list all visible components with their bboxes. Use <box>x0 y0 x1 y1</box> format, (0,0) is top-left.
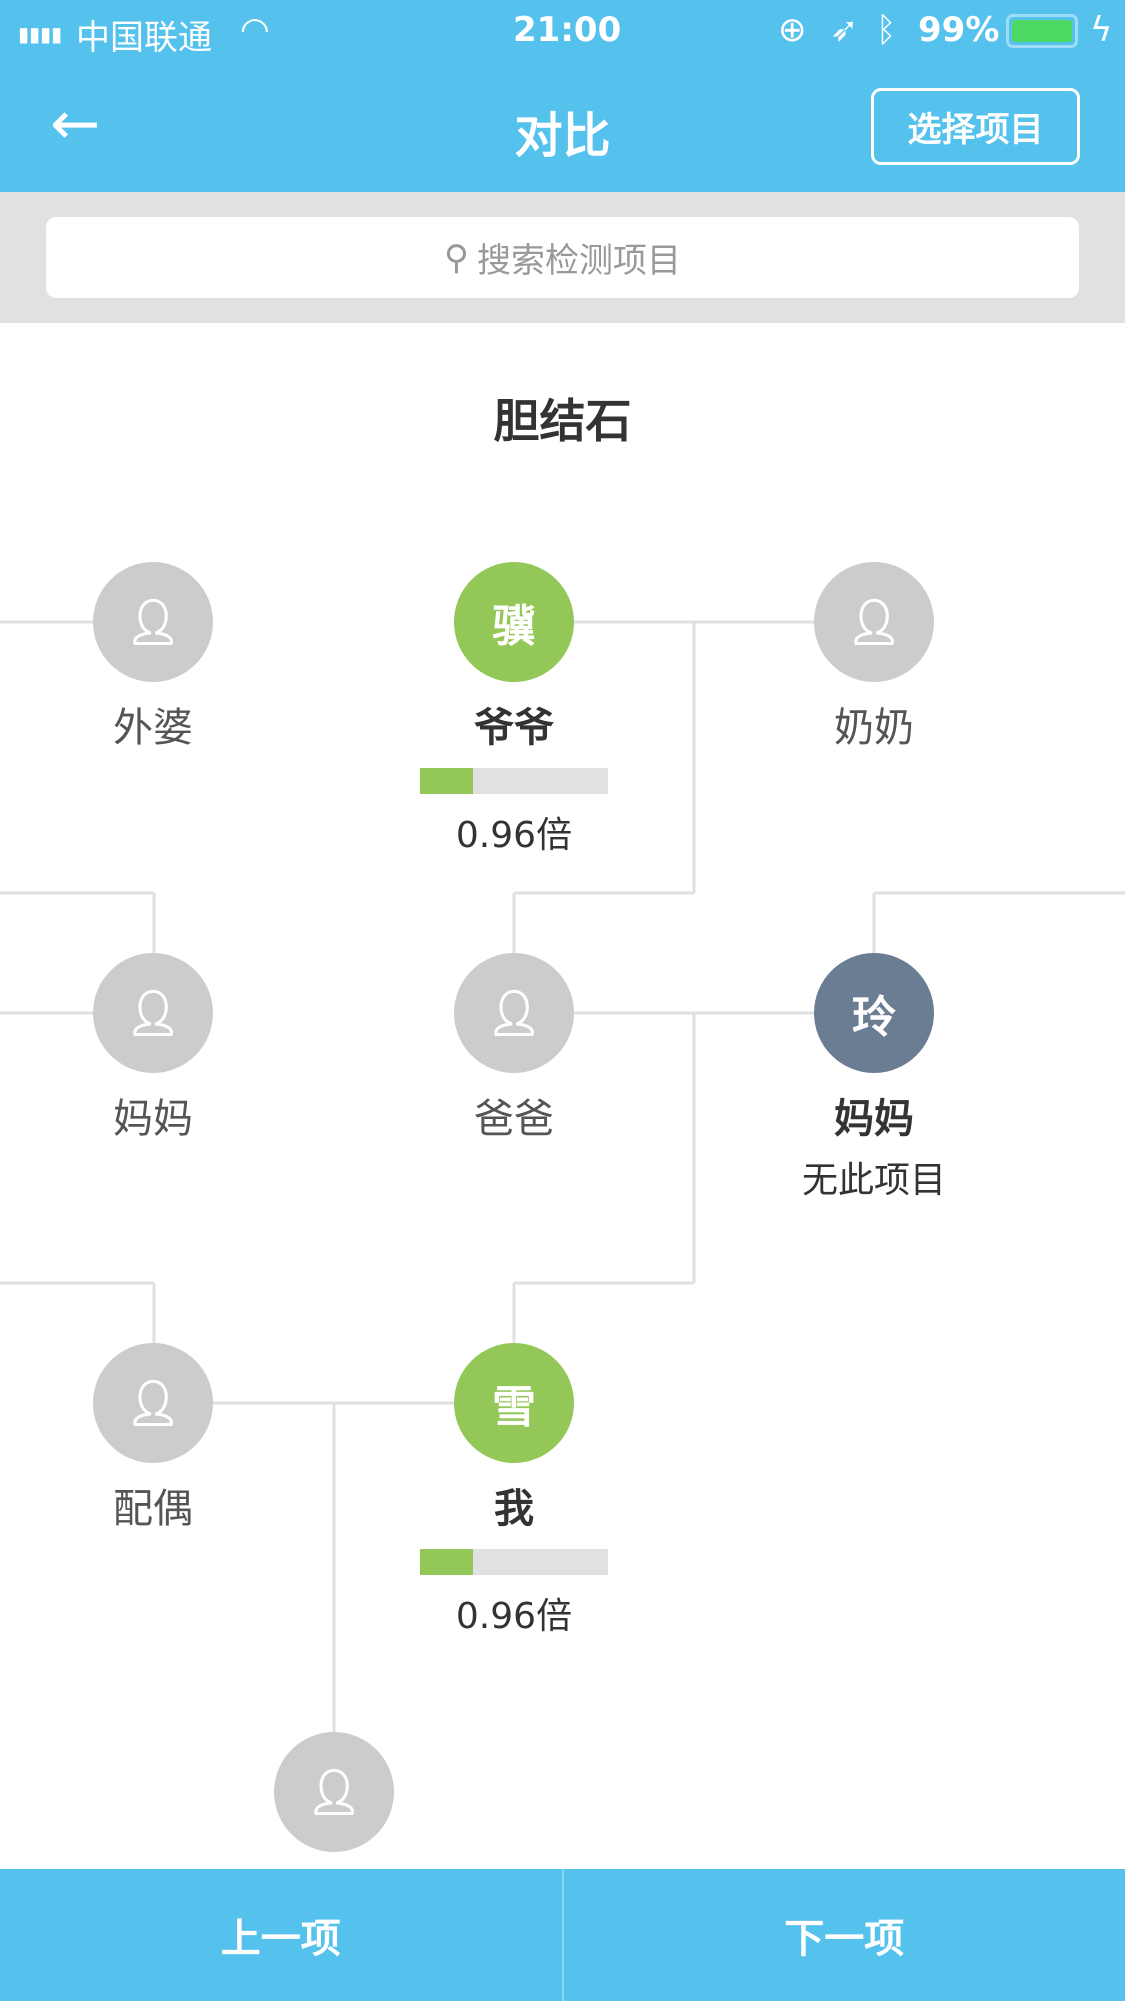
node-label: 外婆 <box>113 705 193 751</box>
battery-percent: 99% <box>918 10 1000 50</box>
node-label: 爸爸 <box>474 1096 554 1142</box>
time: 21:00 <box>513 10 622 50</box>
ratio-bar-fill <box>420 1549 473 1575</box>
node-me[interactable]: 雪 我 0.96倍 <box>394 1343 634 1639</box>
node-child[interactable]: 👤︎ <box>214 1732 454 1852</box>
node-mama-right[interactable]: 玲 妈妈 无此项目 <box>754 953 994 1203</box>
prev-item-button[interactable]: 上一项 <box>0 1869 564 2001</box>
back-arrow-icon[interactable]: ← <box>50 89 101 159</box>
wifi-icon: ◠ <box>240 10 270 50</box>
person-icon: 👤︎ <box>93 1343 213 1463</box>
signal-icon: ▮▮▮▮ <box>18 22 63 46</box>
select-item-button[interactable]: 选择项目 <box>871 88 1080 165</box>
rotation-lock-icon: ⊕ <box>778 10 807 50</box>
node-mama-left[interactable]: 👤︎ 妈妈 <box>33 953 273 1147</box>
page-title: 对比 <box>514 108 611 164</box>
search-icon: ⚲ <box>444 237 469 278</box>
next-item-button[interactable]: 下一项 <box>784 1916 905 1962</box>
node-label: 爷爷 <box>474 705 554 751</box>
ratio-bar <box>420 768 608 794</box>
item-title: 胆结石 <box>493 394 632 448</box>
location-icon: ➶ <box>830 10 859 50</box>
no-item-note: 无此项目 <box>801 1160 946 1201</box>
person-icon: 👤︎ <box>274 1732 394 1852</box>
bluetooth-icon: ᛒ <box>876 10 897 50</box>
node-nainai[interactable]: 👤︎ 奶奶 <box>754 562 994 756</box>
node-label: 配偶 <box>113 1486 193 1532</box>
node-label: 我 <box>494 1486 534 1532</box>
ratio-value: 0.96倍 <box>455 815 573 856</box>
ratio-bar <box>420 1549 608 1575</box>
node-label: 妈妈 <box>834 1096 914 1142</box>
search-area: ⚲ 搜索检测项目 <box>0 192 1125 323</box>
person-icon: 👤︎ <box>93 562 213 682</box>
avatar: 骥 <box>454 562 574 682</box>
battery-icon <box>1006 14 1078 48</box>
node-label: 奶奶 <box>834 705 914 751</box>
node-label: 妈妈 <box>113 1096 193 1142</box>
node-baba[interactable]: 👤︎ 爸爸 <box>394 953 634 1147</box>
search-input[interactable]: ⚲ 搜索检测项目 <box>46 217 1079 298</box>
person-icon: 👤︎ <box>454 953 574 1073</box>
person-icon: 👤︎ <box>814 562 934 682</box>
footer-bar: 上一项 下一项 <box>0 1869 1125 2001</box>
ratio-bar-fill <box>420 768 473 794</box>
search-placeholder: 搜索检测项目 <box>476 241 681 281</box>
charging-icon: ϟ <box>1090 10 1113 50</box>
node-peiou[interactable]: 👤︎ 配偶 <box>33 1343 273 1537</box>
status-bar: ▮▮▮▮ 中国联通 ◠ 21:00 ⊕ ➶ ᛒ 99% ϟ <box>0 0 1125 64</box>
carrier: 中国联通 <box>76 18 212 58</box>
avatar: 玲 <box>814 953 934 1073</box>
node-waipo[interactable]: 👤︎ 外婆 <box>33 562 273 756</box>
person-icon: 👤︎ <box>93 953 213 1073</box>
nav-bar: ← 对比 选择项目 <box>0 64 1125 192</box>
avatar: 雪 <box>454 1343 574 1463</box>
node-yeye[interactable]: 骥 爷爷 0.96倍 <box>394 562 634 858</box>
ratio-value: 0.96倍 <box>455 1596 573 1637</box>
